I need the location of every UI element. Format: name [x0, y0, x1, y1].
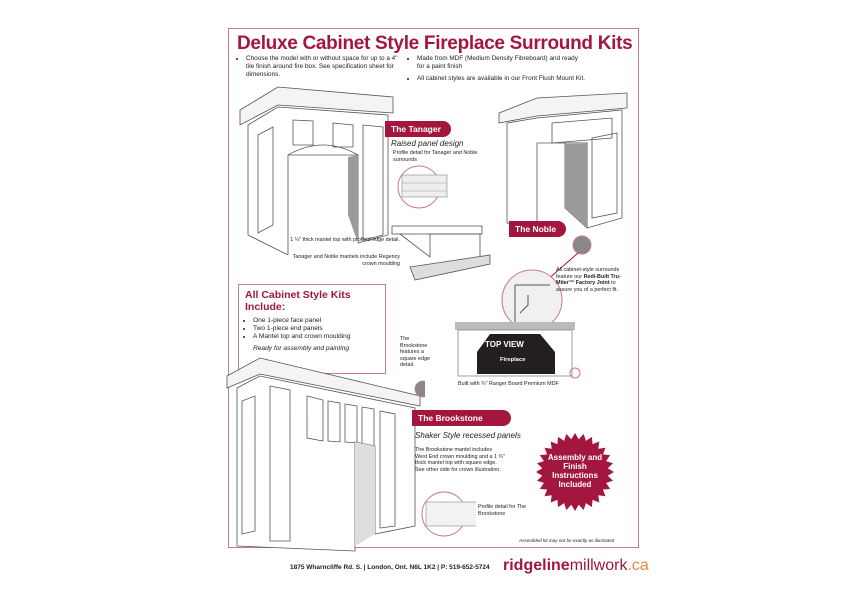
joint-note: All cabinet-style surrounds feature our …	[556, 267, 621, 293]
noble-illustration	[498, 92, 628, 229]
brookstone-subtitle: Shaker Style recessed panels	[415, 431, 521, 440]
tanager-profile-note: Profile detail for Tanager and Noble sur…	[393, 150, 478, 163]
brookstone-edge-note: The Brookstone features a square edge de…	[400, 336, 430, 369]
include-item: Two 1-piece end panels	[253, 325, 379, 333]
joint-detail	[501, 235, 592, 331]
assembly-badge: Assembly and Finish Instructions Include…	[547, 453, 603, 489]
bullets-left: Choose the model with or without space f…	[238, 55, 406, 83]
tanager-illustration	[239, 86, 394, 255]
mantel-illustration	[391, 225, 491, 281]
bullet: All cabinet styles are available in our …	[417, 75, 587, 83]
bullet: Made from MDF (Medium Density Fibreboard…	[417, 55, 587, 71]
tanager-profile-detail	[397, 165, 448, 209]
bullets-right: Made from MDF (Medium Density Fibreboard…	[409, 55, 587, 87]
include-item: A Mantel top and crown moulding	[253, 333, 379, 341]
brookstone-description: The Brookstone mantel includes West End …	[415, 447, 505, 473]
brookstone-profile-note: Profile detail for The Brookstone	[478, 504, 527, 517]
logo: ridgelinemillwork.ca	[503, 557, 649, 574]
noble-label: The Noble	[509, 221, 567, 237]
disclaimer: Assembled kit may not be exactly as illu…	[519, 538, 615, 543]
top-view-diagram	[455, 322, 581, 379]
includes-heading: All Cabinet Style Kits Include:	[245, 289, 351, 313]
page-frame	[228, 28, 639, 548]
include-item: One 1-piece face panel	[253, 317, 379, 325]
brookstone-label: The Brookstone	[412, 410, 511, 426]
tanager-label: The Tanager	[385, 121, 451, 137]
mantel-note: 1 ¼" thick mantel top with profiled edge…	[290, 237, 400, 243]
crown-note: Tanager and Noble mantels include Regenc…	[292, 254, 400, 267]
brookstone-illustration	[226, 357, 425, 552]
fireplace-label: Fireplace	[500, 357, 526, 363]
badge-starburst	[536, 433, 614, 511]
includes-list: One 1-piece face panel Two 1-piece end p…	[245, 317, 379, 341]
bullet: Choose the model with or without space f…	[246, 55, 406, 79]
includes-note: Ready for assembly and painting	[253, 345, 350, 352]
top-view-label: TOP VIEW	[485, 340, 524, 349]
brookstone-profile-detail	[421, 491, 476, 537]
top-view-caption: Built with ¾" Ranger Board Premium MDF	[458, 381, 559, 387]
page-title: Deluxe Cabinet Style Fireplace Surround …	[237, 33, 633, 54]
footer-address: 1875 Wharncliffe Rd. S. | London, Ont. N…	[290, 564, 490, 571]
tanager-subtitle: Raised panel design	[391, 139, 464, 148]
